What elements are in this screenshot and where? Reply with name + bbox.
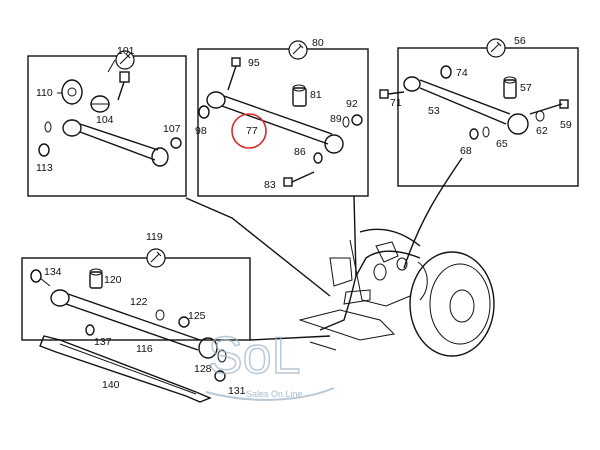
bushing-57: [503, 76, 517, 99]
panel-119: 119 134 120 122 125 137 116 128 131: [21, 231, 251, 403]
callout-104: 104: [96, 114, 114, 126]
control-arm-116: [50, 289, 218, 359]
control-arm-77: [206, 91, 344, 154]
callout-119: 119: [146, 231, 163, 243]
nut-68: [469, 128, 479, 140]
callout-68: 68: [460, 145, 472, 157]
washer-122: [155, 309, 165, 321]
washer-65: [482, 126, 490, 138]
nut-74: [440, 65, 452, 79]
callout-65: 65: [496, 138, 508, 150]
leader-lines: [185, 157, 463, 341]
washer-89: [342, 116, 350, 128]
callout-77: 77: [246, 125, 258, 137]
callout-95: 95: [248, 57, 260, 69]
nut-137: [85, 324, 95, 336]
panel-101-frame: [27, 55, 187, 197]
control-arm-104: [62, 119, 169, 167]
wrench-icon: [146, 248, 166, 268]
callout-56: 56: [514, 35, 526, 47]
watermark-logo: SoL: [208, 327, 301, 385]
callout-71: 71: [390, 97, 402, 109]
callout-131: 131: [228, 385, 246, 397]
callout-122: 122: [130, 296, 148, 308]
panel-80-frame: [197, 48, 369, 197]
callout-120: 120: [104, 274, 122, 286]
bushing-104: [90, 95, 110, 113]
callout-83: 83: [264, 179, 276, 191]
highlight-circle-77: [231, 113, 267, 149]
washer-62: [535, 110, 545, 122]
cover-140: [39, 335, 212, 403]
callout-125: 125: [188, 310, 206, 322]
callout-137: 137: [94, 336, 112, 348]
callout-128: 128: [194, 363, 212, 375]
nut-131: [214, 370, 226, 382]
nut-134: [30, 269, 51, 287]
washer-128: [217, 349, 227, 363]
bolt-83: [283, 171, 315, 187]
nut-98: [198, 105, 210, 119]
callout-89: 89: [330, 113, 342, 125]
callout-62: 62: [536, 125, 548, 137]
wrench-icon: [486, 38, 506, 58]
panel-56: 56 74 57 71 53 62 59 68 65: [379, 35, 579, 187]
bushing-110: [61, 79, 83, 105]
bushing-120: [89, 268, 103, 289]
nut-113: [38, 121, 52, 157]
panel-101: 101 110 104 113: [27, 45, 187, 197]
callout-57: 57: [520, 82, 532, 94]
control-arm-53: [403, 76, 529, 135]
watermark-tagline: Sales On Line: [246, 389, 303, 399]
bolt-71: [379, 89, 405, 99]
panel-119-frame: [21, 257, 251, 341]
panel-80: 80 95 81 77 98 92 89 86: [195, 37, 369, 197]
wrench-icon: [288, 40, 308, 60]
bolt-95: [227, 57, 241, 91]
bolt-part: [107, 59, 130, 101]
callout-81: 81: [310, 89, 322, 101]
callout-134: 134: [44, 266, 62, 278]
callout-116: 116: [136, 343, 153, 355]
callout-110: 110: [36, 87, 53, 99]
callout-80: 80: [312, 37, 324, 49]
nut-92: [351, 114, 363, 126]
callout-92: 92: [346, 98, 358, 110]
callout-59: 59: [560, 119, 572, 131]
callout-98: 98: [195, 125, 207, 137]
wrench-icon: [115, 50, 135, 70]
wheel-hub: [409, 251, 495, 357]
axle-assembly: [298, 228, 495, 357]
callout-53: 53: [428, 105, 440, 117]
bushing-81: [292, 84, 307, 107]
callout-107: 107: [163, 123, 181, 135]
callout-140: 140: [102, 379, 120, 391]
nut-125: [178, 316, 190, 328]
callout-101: 101: [117, 45, 135, 57]
callout-113: 113: [36, 162, 53, 174]
callout-86: 86: [294, 146, 306, 158]
bolt-59: [529, 99, 569, 115]
callout-74: 74: [456, 67, 468, 79]
nut-107: [170, 137, 182, 149]
watermark: SoL Sales On Line: [205, 326, 335, 401]
washer-86: [313, 152, 323, 164]
